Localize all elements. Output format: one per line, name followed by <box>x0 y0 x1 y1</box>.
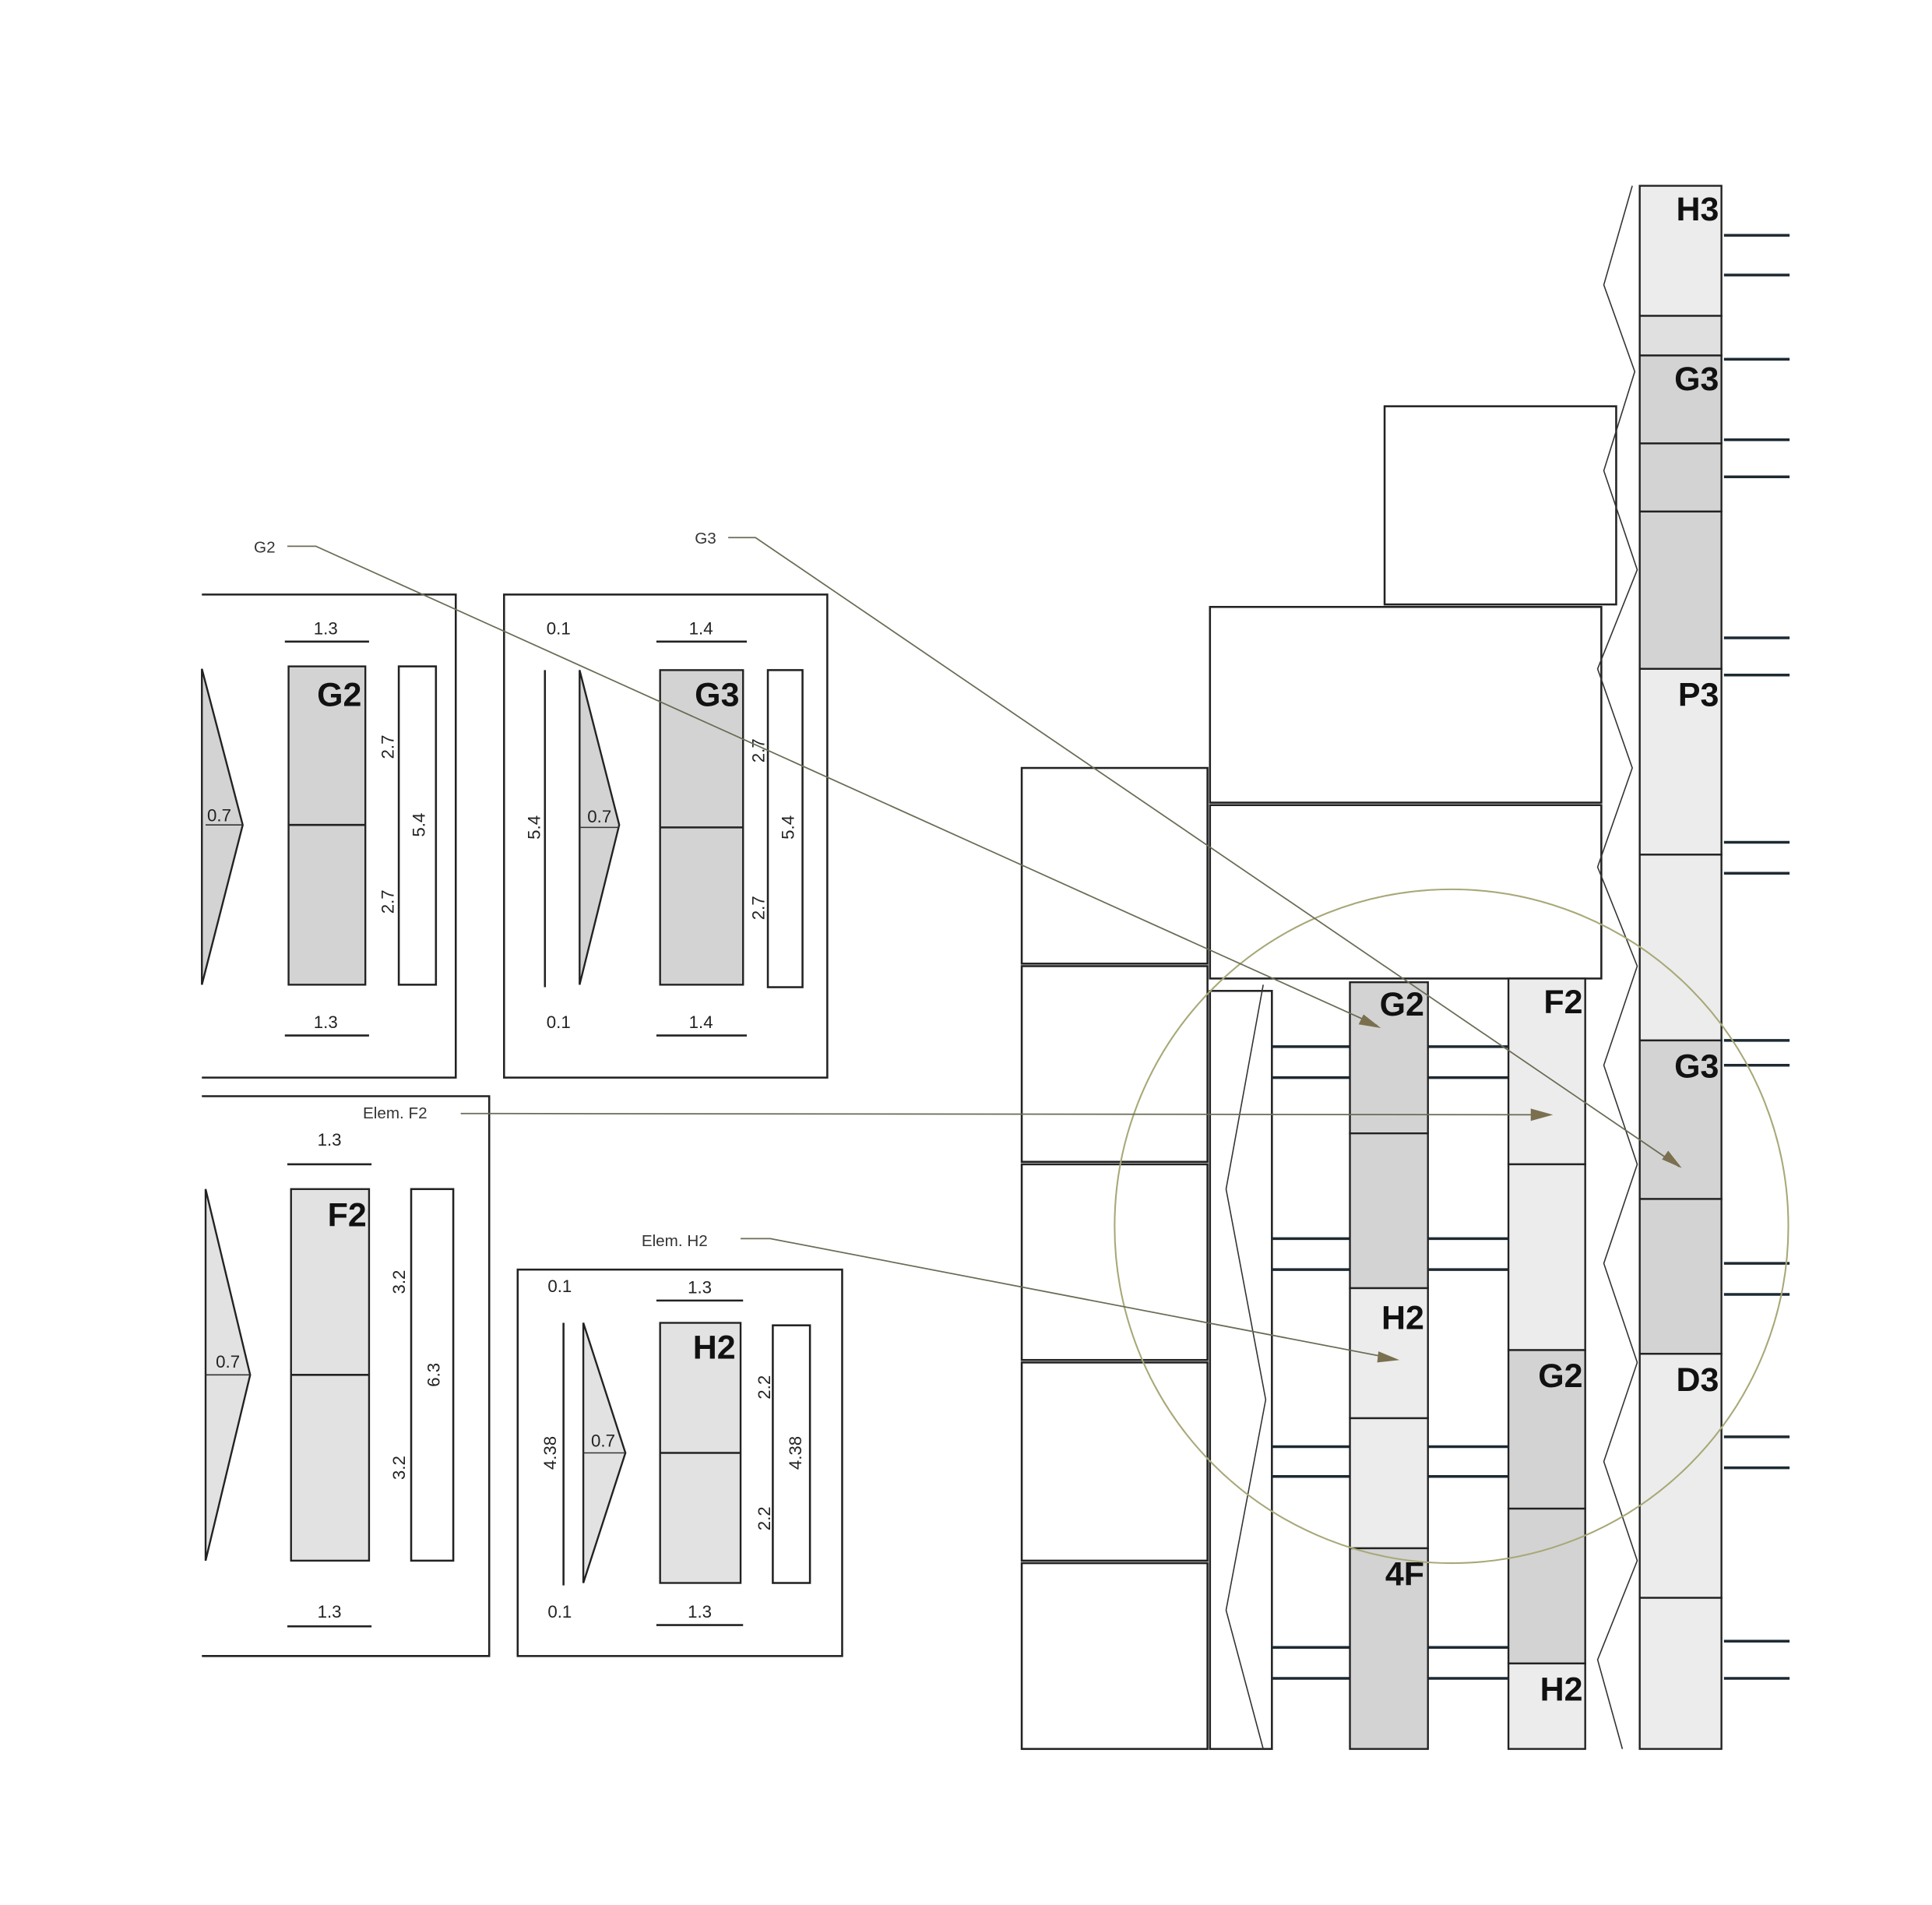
width-bottom: 1.3 <box>314 1012 338 1032</box>
total-height: 5.4 <box>410 813 429 837</box>
callout-f2: Elem. F2 <box>363 1104 1554 1122</box>
panel-label: G2 <box>317 677 361 714</box>
facade-label: P3 <box>1678 677 1719 714</box>
segment-lower: 2.7 <box>378 889 398 914</box>
width-top: 1.3 <box>688 1277 712 1297</box>
total-height: 6.3 <box>424 1363 444 1387</box>
total-height: 5.4 <box>778 815 797 840</box>
segment-upper: 2.7 <box>378 735 398 759</box>
width-top: 1.3 <box>314 618 338 638</box>
facade-column-a: G2 H2 4F <box>1349 981 1429 1750</box>
callout-label: Elem. F2 <box>363 1104 428 1122</box>
detail-panel-g3: 0.1 0.1 1.4 1.4 G3 5.4 2.7 2.7 5.4 0.7 <box>503 593 829 1079</box>
facade-label: G3 <box>1674 361 1719 398</box>
gap-bottom: 0.1 <box>547 1012 571 1032</box>
callout-g2: G2 <box>254 538 1381 1029</box>
facade-column-b: F2 G2 H2 <box>1507 977 1586 1750</box>
arrow-icon <box>1530 1108 1554 1122</box>
facade-label: G3 <box>1674 1048 1719 1086</box>
facade-label: D3 <box>1677 1361 1719 1399</box>
panel-label: F2 <box>328 1196 367 1234</box>
total-height: 4.38 <box>786 1436 805 1470</box>
side-total: 4.38 <box>540 1436 560 1470</box>
callout-label: Elem. H2 <box>642 1232 708 1250</box>
arrow-icon <box>1358 1014 1381 1029</box>
width-top: 1.4 <box>689 618 713 638</box>
facade-label: H2 <box>1381 1299 1424 1336</box>
offset: 0.7 <box>216 1352 240 1372</box>
offset: 0.7 <box>207 805 231 825</box>
gap-top: 0.1 <box>547 1276 572 1296</box>
detail-panel-h2: 0.1 0.1 1.3 1.3 H2 4.38 2.2 2.2 4.38 0.7 <box>516 1268 843 1657</box>
facade-elevation: G2 H2 4F F2 G2 H2 H3 G3 <box>1020 185 1790 1750</box>
facade-label: H2 <box>1540 1671 1583 1709</box>
facade-label: G2 <box>1538 1357 1582 1395</box>
callout-label: G3 <box>695 530 716 548</box>
gap-bottom: 0.1 <box>547 1602 572 1622</box>
segment-upper: 2.7 <box>748 738 768 762</box>
detail-panel-f2: 1.3 1.3 F2 3.2 3.2 6.3 0.7 <box>202 1095 491 1657</box>
side-total: 5.4 <box>524 815 544 840</box>
offset: 0.7 <box>591 1431 615 1451</box>
width-top: 1.3 <box>318 1130 342 1150</box>
width-bottom: 1.3 <box>318 1602 342 1622</box>
segment-lower: 2.2 <box>755 1506 774 1530</box>
offset: 0.7 <box>587 807 611 826</box>
arrow-icon <box>1377 1351 1400 1363</box>
segment-lower: 3.2 <box>389 1456 409 1480</box>
segment-upper: 2.2 <box>755 1375 774 1400</box>
detail-panel-g2: 1.3 1.3 G2 2.7 2.7 5.4 0.7 <box>201 593 457 1079</box>
callout-h2: Elem. H2 <box>642 1232 1400 1363</box>
width-bottom: 1.4 <box>689 1012 713 1032</box>
panel-label: H2 <box>693 1329 736 1367</box>
panel-label: G3 <box>695 677 739 714</box>
segment-upper: 3.2 <box>389 1270 409 1294</box>
segment-lower: 2.7 <box>748 896 768 920</box>
callout-label: G2 <box>254 538 276 556</box>
highlight-circle <box>1114 888 1789 1565</box>
gap-top: 0.1 <box>547 618 571 638</box>
callout-g3: G3 <box>695 530 1682 1168</box>
arrow-icon <box>1662 1150 1682 1168</box>
facade-column-c: H3 G3 P3 G3 D3 <box>1638 185 1723 1750</box>
facade-label: H3 <box>1677 191 1719 228</box>
facade-label: F2 <box>1543 984 1582 1021</box>
width-bottom: 1.3 <box>688 1602 712 1622</box>
facade-label: G2 <box>1380 986 1424 1023</box>
